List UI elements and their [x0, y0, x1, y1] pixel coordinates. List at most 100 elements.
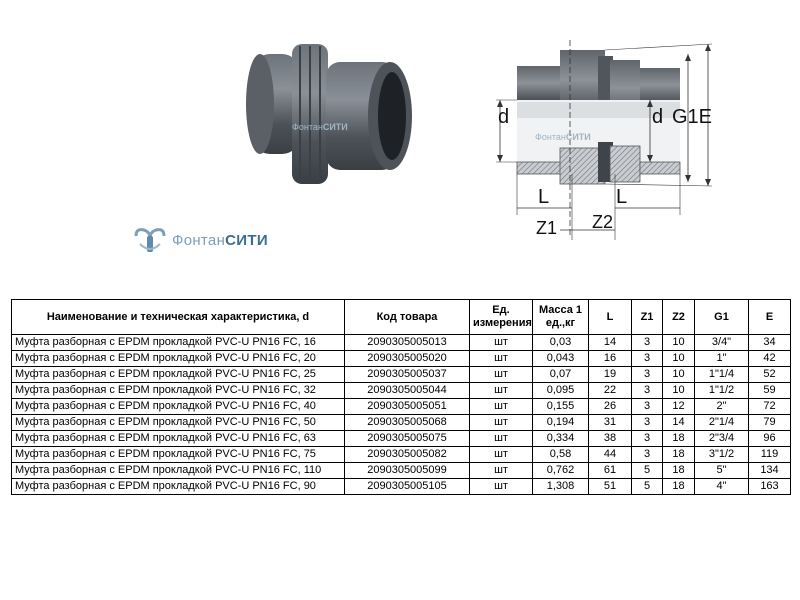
logo-text: ФонтанСИТИ: [172, 232, 268, 249]
cell-unit: шт: [469, 478, 533, 495]
table-row: Муфта разборная с EPDM прокладкой PVC-U …: [11, 462, 791, 479]
cell-l: 44: [588, 446, 632, 463]
photo-watermark: ФонтанСИТИ: [292, 122, 348, 132]
technical-drawing: d d G1E L L Z1 Z2 ФонтанСИТИ: [480, 40, 780, 250]
cell-z1: 3: [631, 398, 663, 415]
cell-code: 2090305005099: [344, 462, 470, 479]
cell-g1: 3/4": [694, 334, 749, 351]
cell-unit: шт: [469, 334, 533, 351]
cell-e: 163: [748, 478, 791, 495]
cell-mass: 0,095: [532, 382, 589, 399]
cell-unit: шт: [469, 382, 533, 399]
label-l-right: L: [616, 186, 628, 208]
cell-name: Муфта разборная с EPDM прокладкой PVC-U …: [11, 430, 345, 447]
cell-e: 72: [748, 398, 791, 415]
fontan-city-logo: ФонтанСИТИ: [132, 226, 302, 256]
cell-z1: 3: [631, 334, 663, 351]
cell-z2: 10: [662, 334, 695, 351]
cell-code: 2090305005013: [344, 334, 470, 351]
label-g1e: G1E: [672, 106, 713, 128]
col-header-code: Код товара: [344, 299, 470, 335]
cell-code: 2090305005020: [344, 350, 470, 367]
table-header-row: Наименование и техническая характеристик…: [11, 299, 791, 335]
table-row: Муфта разборная с EPDM прокладкой PVC-U …: [11, 478, 791, 495]
cell-unit: шт: [469, 398, 533, 415]
label-d-right: d: [652, 106, 664, 128]
cell-z1: 3: [631, 366, 663, 383]
cell-z1: 5: [631, 462, 663, 479]
cell-g1: 1"1/2: [694, 382, 749, 399]
cell-unit: шт: [469, 350, 533, 367]
cell-l: 22: [588, 382, 632, 399]
cell-code: 2090305005082: [344, 446, 470, 463]
cell-z2: 18: [662, 462, 695, 479]
cell-e: 79: [748, 414, 791, 431]
cell-l: 38: [588, 430, 632, 447]
cell-l: 61: [588, 462, 632, 479]
cell-name: Муфта разборная с EPDM прокладкой PVC-U …: [11, 478, 345, 495]
label-l-left: L: [538, 186, 550, 208]
cell-e: 59: [748, 382, 791, 399]
cell-z2: 18: [662, 446, 695, 463]
cross-section-drawing: [496, 40, 713, 240]
cell-z1: 3: [631, 414, 663, 431]
cell-z2: 14: [662, 414, 695, 431]
cell-mass: 0,043: [532, 350, 589, 367]
product-photo: ФонтанСИТИ: [230, 40, 430, 190]
col-header-g1: G1: [694, 299, 749, 335]
logo-icon: [134, 228, 166, 252]
cell-e: 119: [748, 446, 791, 463]
cell-e: 34: [748, 334, 791, 351]
col-header-mass: Масса 1 ед.,кг: [532, 299, 589, 335]
table-row: Муфта разборная с EPDM прокладкой PVC-U …: [11, 382, 791, 399]
cell-g1: 3"1/2: [694, 446, 749, 463]
cell-z2: 10: [662, 350, 695, 367]
cell-l: 31: [588, 414, 632, 431]
cell-z1: 3: [631, 382, 663, 399]
cell-code: 2090305005051: [344, 398, 470, 415]
cell-z1: 3: [631, 430, 663, 447]
cell-mass: 1,308: [532, 478, 589, 495]
cell-name: Муфта разборная с EPDM прокладкой PVC-U …: [11, 414, 345, 431]
col-header-unit: Ед. измерения: [469, 299, 533, 335]
cell-l: 19: [588, 366, 632, 383]
cell-g1: 2"3/4: [694, 430, 749, 447]
table-row: Муфта разборная с EPDM прокладкой PVC-U …: [11, 334, 791, 351]
cell-e: 96: [748, 430, 791, 447]
cell-mass: 0,07: [532, 366, 589, 383]
cell-unit: шт: [469, 430, 533, 447]
cell-g1: 1": [694, 350, 749, 367]
cell-g1: 4": [694, 478, 749, 495]
table-row: Муфта разборная с EPDM прокладкой PVC-U …: [11, 398, 791, 415]
union-illustration: [246, 44, 412, 184]
col-header-l: L: [588, 299, 632, 335]
cell-name: Муфта разборная с EPDM прокладкой PVC-U …: [11, 350, 345, 367]
cell-g1: 5": [694, 462, 749, 479]
cell-code: 2090305005105: [344, 478, 470, 495]
cell-mass: 0,03: [532, 334, 589, 351]
cell-code: 2090305005075: [344, 430, 470, 447]
cell-mass: 0,762: [532, 462, 589, 479]
cell-mass: 0,155: [532, 398, 589, 415]
table-row: Муфта разборная с EPDM прокладкой PVC-U …: [11, 366, 791, 383]
cell-name: Муфта разборная с EPDM прокладкой PVC-U …: [11, 334, 345, 351]
cell-g1: 1"1/4: [694, 366, 749, 383]
cell-l: 16: [588, 350, 632, 367]
cell-l: 51: [588, 478, 632, 495]
cell-code: 2090305005068: [344, 414, 470, 431]
cell-z1: 3: [631, 446, 663, 463]
table-row: Муфта разборная с EPDM прокладкой PVC-U …: [11, 350, 791, 367]
table-row: Муфта разборная с EPDM прокладкой PVC-U …: [11, 430, 791, 447]
col-header-name: Наименование и техническая характеристик…: [11, 299, 345, 335]
cell-z2: 12: [662, 398, 695, 415]
cell-z2: 18: [662, 430, 695, 447]
cell-mass: 0,58: [532, 446, 589, 463]
cell-name: Муфта разборная с EPDM прокладкой PVC-U …: [11, 382, 345, 399]
cell-name: Муфта разборная с EPDM прокладкой PVC-U …: [11, 446, 345, 463]
cell-e: 52: [748, 366, 791, 383]
cell-name: Муфта разборная с EPDM прокладкой PVC-U …: [11, 398, 345, 415]
specification-table: Наименование и техническая характеристик…: [11, 299, 791, 495]
cell-z1: 3: [631, 350, 663, 367]
cell-unit: шт: [469, 446, 533, 463]
cell-z2: 18: [662, 478, 695, 495]
